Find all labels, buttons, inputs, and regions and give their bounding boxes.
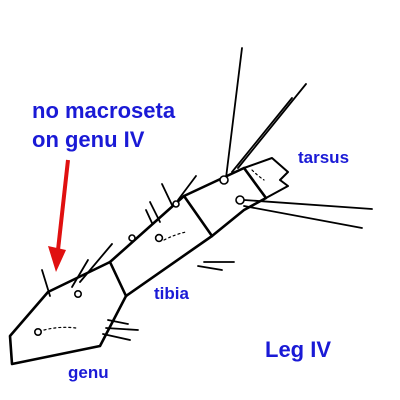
genu-label: genu [68, 363, 109, 382]
tarsus-tip [243, 157, 289, 199]
annotation-line-2: on genu IV [32, 127, 145, 152]
red-arrow [48, 159, 70, 272]
sensilla-marks [43, 169, 265, 331]
tibia-label: tibia [154, 284, 189, 303]
leg-segments [8, 157, 289, 366]
annotation-line-1: no macroseta [32, 98, 176, 123]
annotation-label: no macroseta on genu IV [32, 96, 175, 154]
genu-segment [8, 260, 128, 366]
setae [41, 47, 373, 341]
tarsus-label: tarsus [298, 148, 350, 167]
tibia-segment [108, 194, 214, 298]
leg-label: Leg IV [265, 337, 332, 362]
seta-sockets [33, 175, 245, 336]
